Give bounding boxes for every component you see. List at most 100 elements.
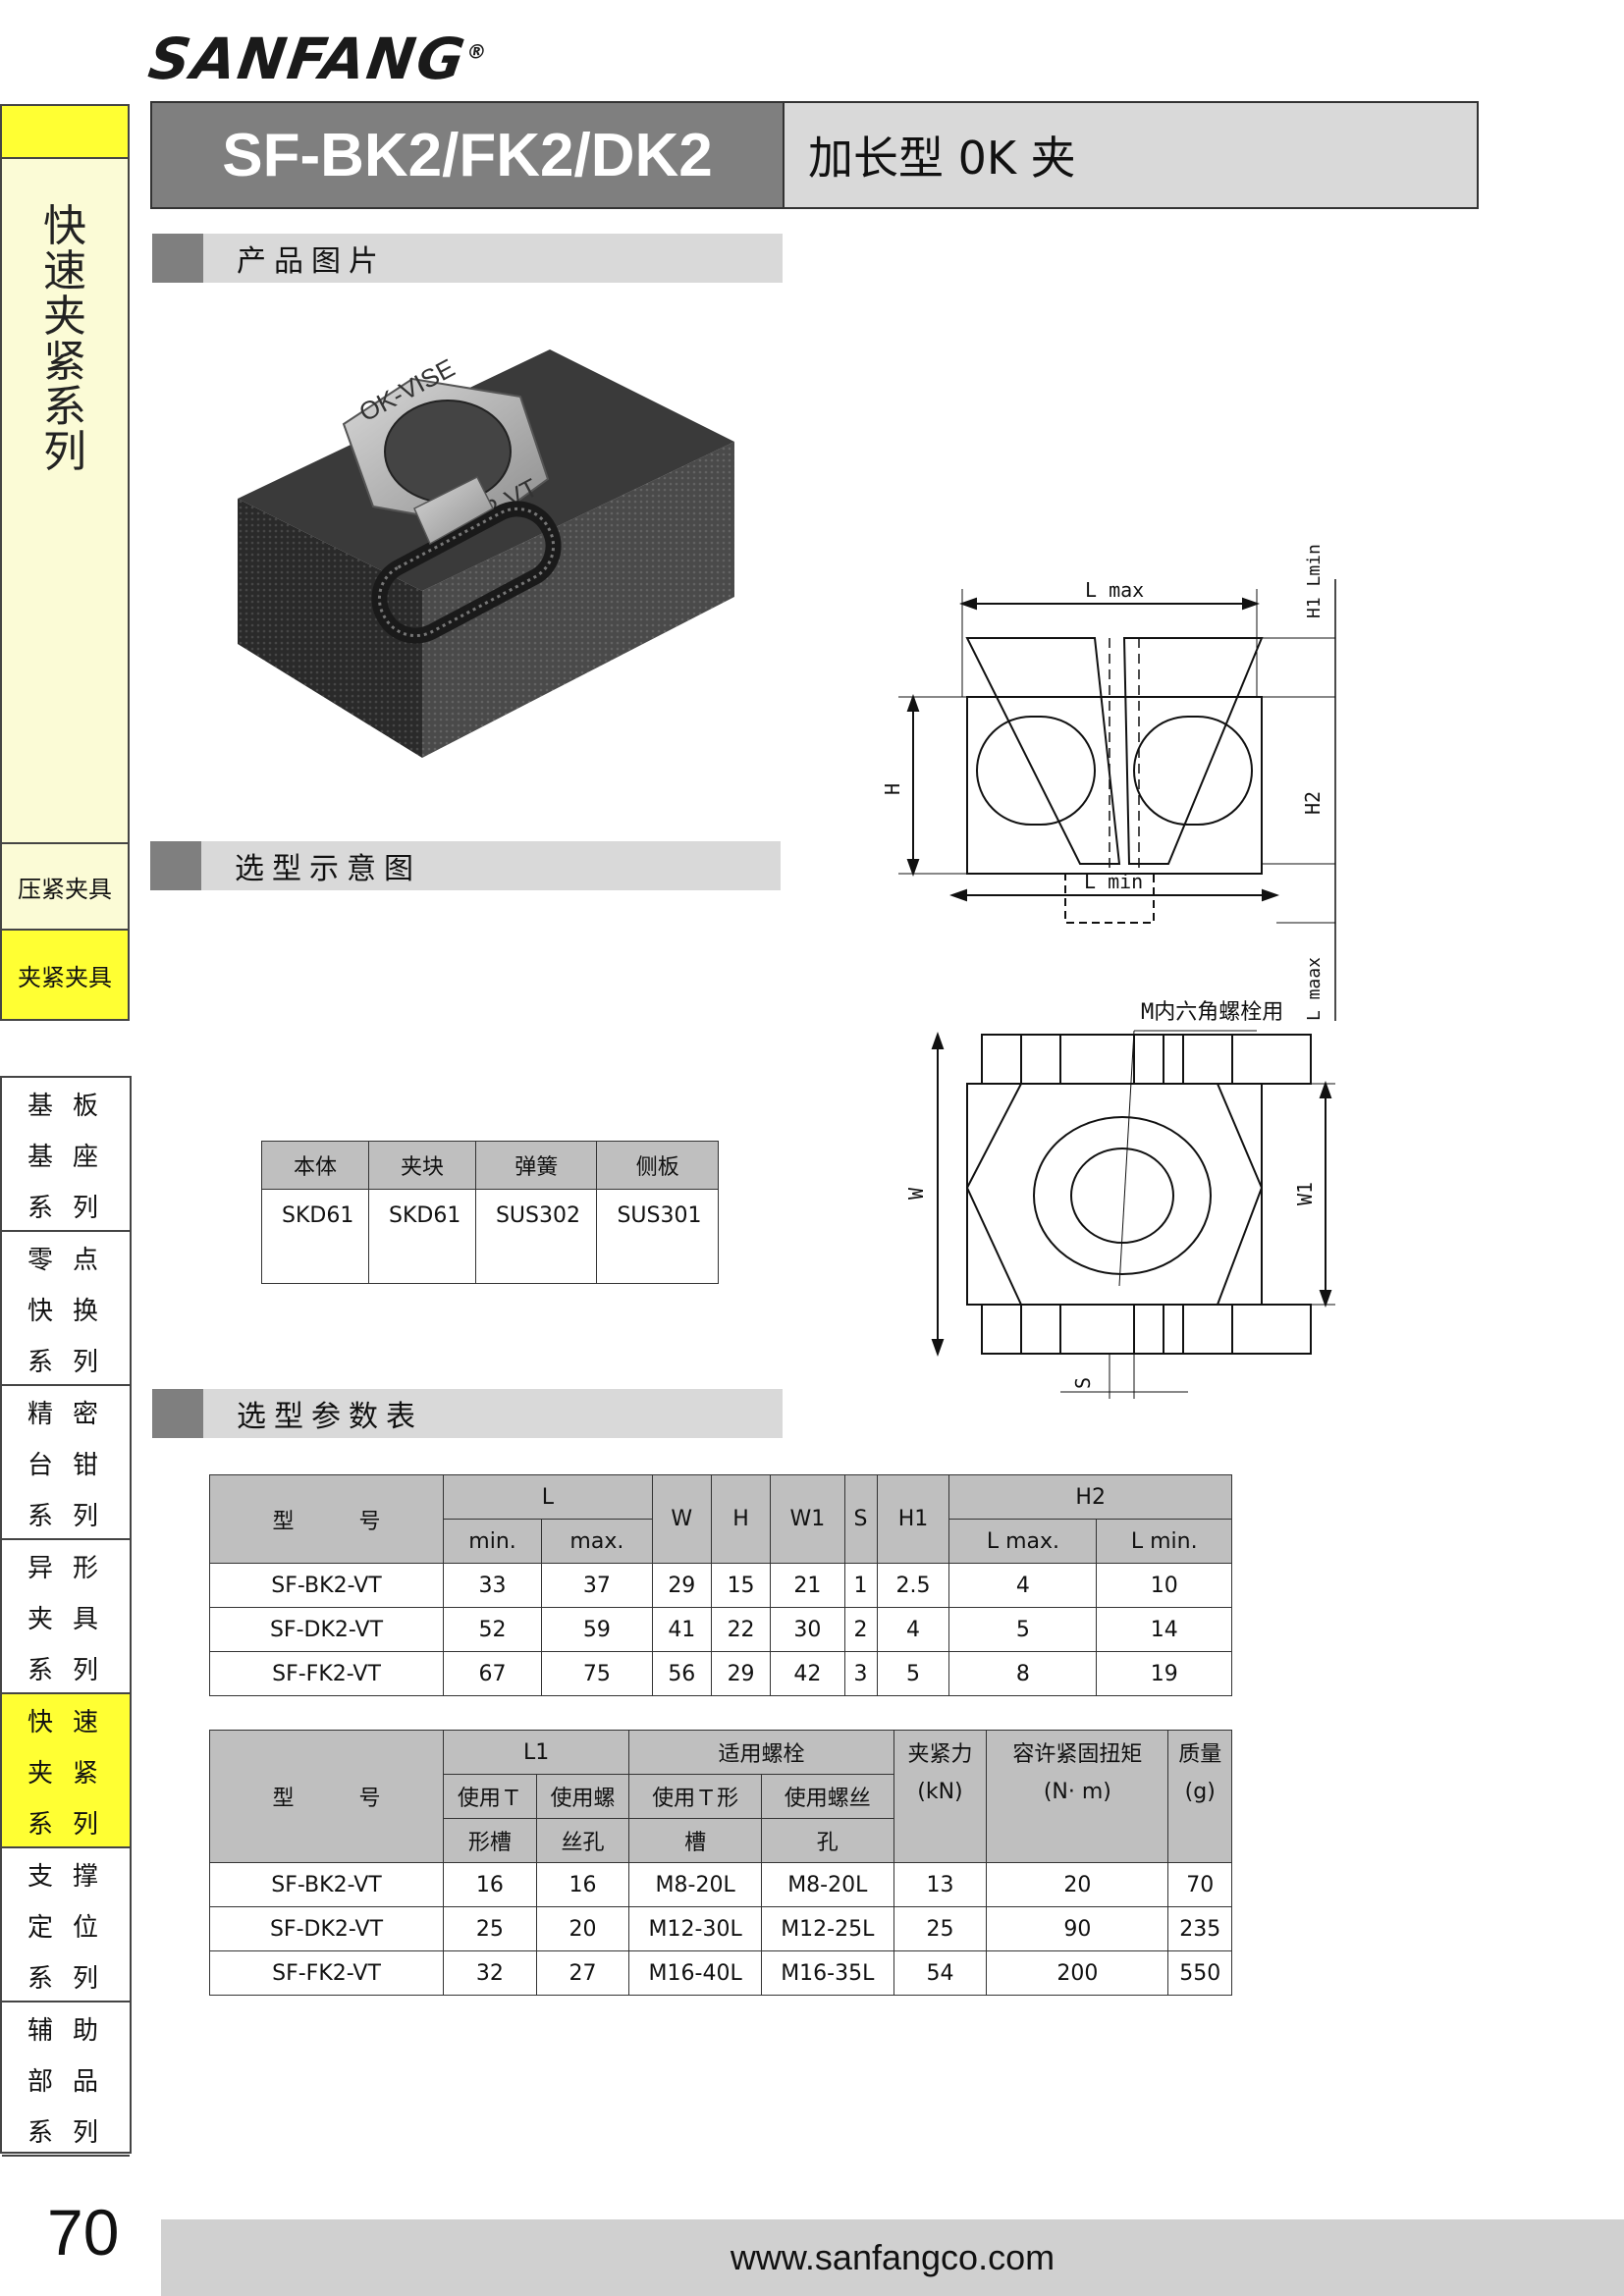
nav-char: 助: [72, 2015, 98, 2046]
col-force-label: 夹紧力: [907, 1742, 973, 1767]
col-bolt-screw-2: 孔: [760, 1818, 894, 1863]
nav-char: 基: [27, 1091, 54, 1121]
material-value: SUS302: [474, 1189, 598, 1284]
sidebar-nav-group[interactable]: 支撑定位系列: [2, 1848, 130, 2002]
nav-char: 列: [72, 1501, 98, 1531]
spring: [371, 501, 562, 644]
col-force-unit: (kN): [917, 1780, 963, 1804]
page-number: 70: [47, 2196, 120, 2269]
sidebar-nav-group[interactable]: 基板基座系列: [2, 1078, 130, 1232]
nav-line: 系列: [2, 2105, 130, 2156]
value-cell: M12-25L: [760, 1906, 894, 1951]
nav-char: 紧: [72, 1758, 98, 1789]
model-cell: SF-FK2-VT: [209, 1950, 444, 1996]
nav-char: 列: [72, 1193, 98, 1223]
value-cell: 16: [443, 1862, 537, 1907]
col-l-min: min.: [442, 1519, 543, 1564]
value-cell: 20: [535, 1906, 630, 1951]
value-cell: M8-20L: [760, 1862, 894, 1907]
bolt-force-table: 型 号 L1 适用螺栓 夹紧力(kN) 容许紧固扭矩(N· m) 质量(g) 使…: [209, 1730, 1232, 1996]
value-cell: 30: [770, 1607, 845, 1652]
model-cell: SF-BK2-VT: [209, 1563, 444, 1608]
nav-line: 系列: [2, 1950, 130, 2002]
nav-char: 基: [27, 1142, 54, 1172]
col-h2-lmax: L max.: [948, 1519, 1098, 1564]
series-nav: 基板基座系列零点快换系列精密台钳系列异形夹具系列快速夹紧系列支撑定位系列辅助部品…: [0, 1076, 132, 2157]
sidebar-nav-group[interactable]: 零点快换系列: [2, 1232, 130, 1386]
value-cell: 56: [651, 1651, 712, 1696]
model-title: SF-BK2/FK2/DK2: [152, 103, 785, 207]
col-l: L: [443, 1474, 653, 1520]
sidebar-item-press-clamp[interactable]: 压紧夹具: [2, 842, 128, 929]
sidebar-nav-group[interactable]: 快速夹紧系列: [2, 1694, 130, 1848]
nav-char: 列: [72, 1655, 98, 1685]
value-cell: 32: [443, 1950, 537, 1996]
nav-line: 系列: [2, 1180, 130, 1231]
nav-char: 快: [27, 1296, 54, 1326]
col-bolt-tslot-2: 槽: [628, 1818, 762, 1863]
sidebar-cap: [2, 106, 128, 159]
col-torque: 容许紧固扭矩(N· m): [986, 1730, 1169, 1863]
section-header-params: 选型参数表: [152, 1389, 783, 1438]
section-title: 选型参数表: [237, 1400, 423, 1434]
value-cell: 29: [710, 1651, 772, 1696]
value-cell: 41: [651, 1607, 712, 1652]
col-model: 型 号: [209, 1730, 444, 1863]
value-cell: 37: [541, 1563, 653, 1608]
sidebar-nav-group[interactable]: 精密台钳系列: [2, 1386, 130, 1540]
value-cell: 75: [541, 1651, 653, 1696]
section-header-photo: 产品图片: [152, 234, 783, 283]
nav-char: 点: [72, 1245, 98, 1275]
website-link[interactable]: www.sanfangco.com: [730, 2237, 1056, 2277]
side-plate: [413, 475, 494, 546]
material-header: 夹块: [367, 1141, 476, 1190]
nav-line: 定位: [2, 1899, 130, 1950]
value-cell: 8: [948, 1651, 1098, 1696]
label-h1: H1 Lmin: [1304, 544, 1325, 618]
col-bolt: 适用螺栓: [628, 1730, 894, 1775]
nav-line: 系列: [2, 1796, 130, 1847]
sidebar-nav-group[interactable]: 异形夹具系列: [2, 1540, 130, 1694]
nav-char: 系: [27, 1655, 54, 1685]
section-marker: [152, 1389, 203, 1438]
col-model-char: 型: [272, 1787, 295, 1811]
model-cell: SF-DK2-VT: [209, 1607, 444, 1652]
value-cell: 235: [1167, 1906, 1232, 1951]
col-l1-tslot-2: 形槽: [443, 1818, 537, 1863]
nav-line: 台钳: [2, 1437, 130, 1488]
value-cell: 200: [986, 1950, 1169, 1996]
nav-char: 品: [72, 2066, 98, 2097]
value-cell: 2: [843, 1607, 878, 1652]
nav-line: 夹具: [2, 1591, 130, 1642]
col-force: 夹紧力 (kN): [893, 1730, 988, 1863]
label-h: H: [881, 783, 904, 795]
nav-char: 座: [72, 1142, 98, 1172]
col-model: 型 号: [209, 1474, 444, 1564]
col-w: W: [651, 1474, 712, 1564]
col-h1: H1: [876, 1474, 950, 1564]
value-cell: M8-20L: [628, 1862, 762, 1907]
material-header: 弹簧: [474, 1141, 598, 1190]
sidebar-nav-group[interactable]: 辅助部品系列: [2, 2002, 130, 2157]
value-cell: 67: [442, 1651, 543, 1696]
label-l-max: L max: [1085, 578, 1144, 602]
nav-char: 系: [27, 1347, 54, 1377]
nav-line: 异形: [2, 1540, 130, 1591]
section-marker: [152, 234, 203, 283]
value-cell: 3: [843, 1651, 878, 1696]
section-header-diagram: 选型示意图: [150, 841, 781, 890]
col-bolt-tslot: 使用Ｔ形: [628, 1774, 762, 1819]
nav-char: 形: [72, 1553, 98, 1583]
sidebar-item-clamp-fixture[interactable]: 夹紧夹具: [2, 929, 128, 1019]
value-cell: M16-35L: [760, 1950, 894, 1996]
col-l1-screw: 使用螺: [535, 1774, 630, 1819]
block-right-face: [422, 442, 734, 758]
nav-char: 辅: [27, 2015, 54, 2046]
material-header: 本体: [261, 1141, 369, 1190]
value-cell: 5: [948, 1607, 1098, 1652]
nav-char: 零: [27, 1245, 54, 1275]
label-w: W: [904, 1187, 928, 1200]
sidebar-title: 快速夹紧系列: [43, 201, 86, 477]
plate-hole: [384, 400, 512, 504]
